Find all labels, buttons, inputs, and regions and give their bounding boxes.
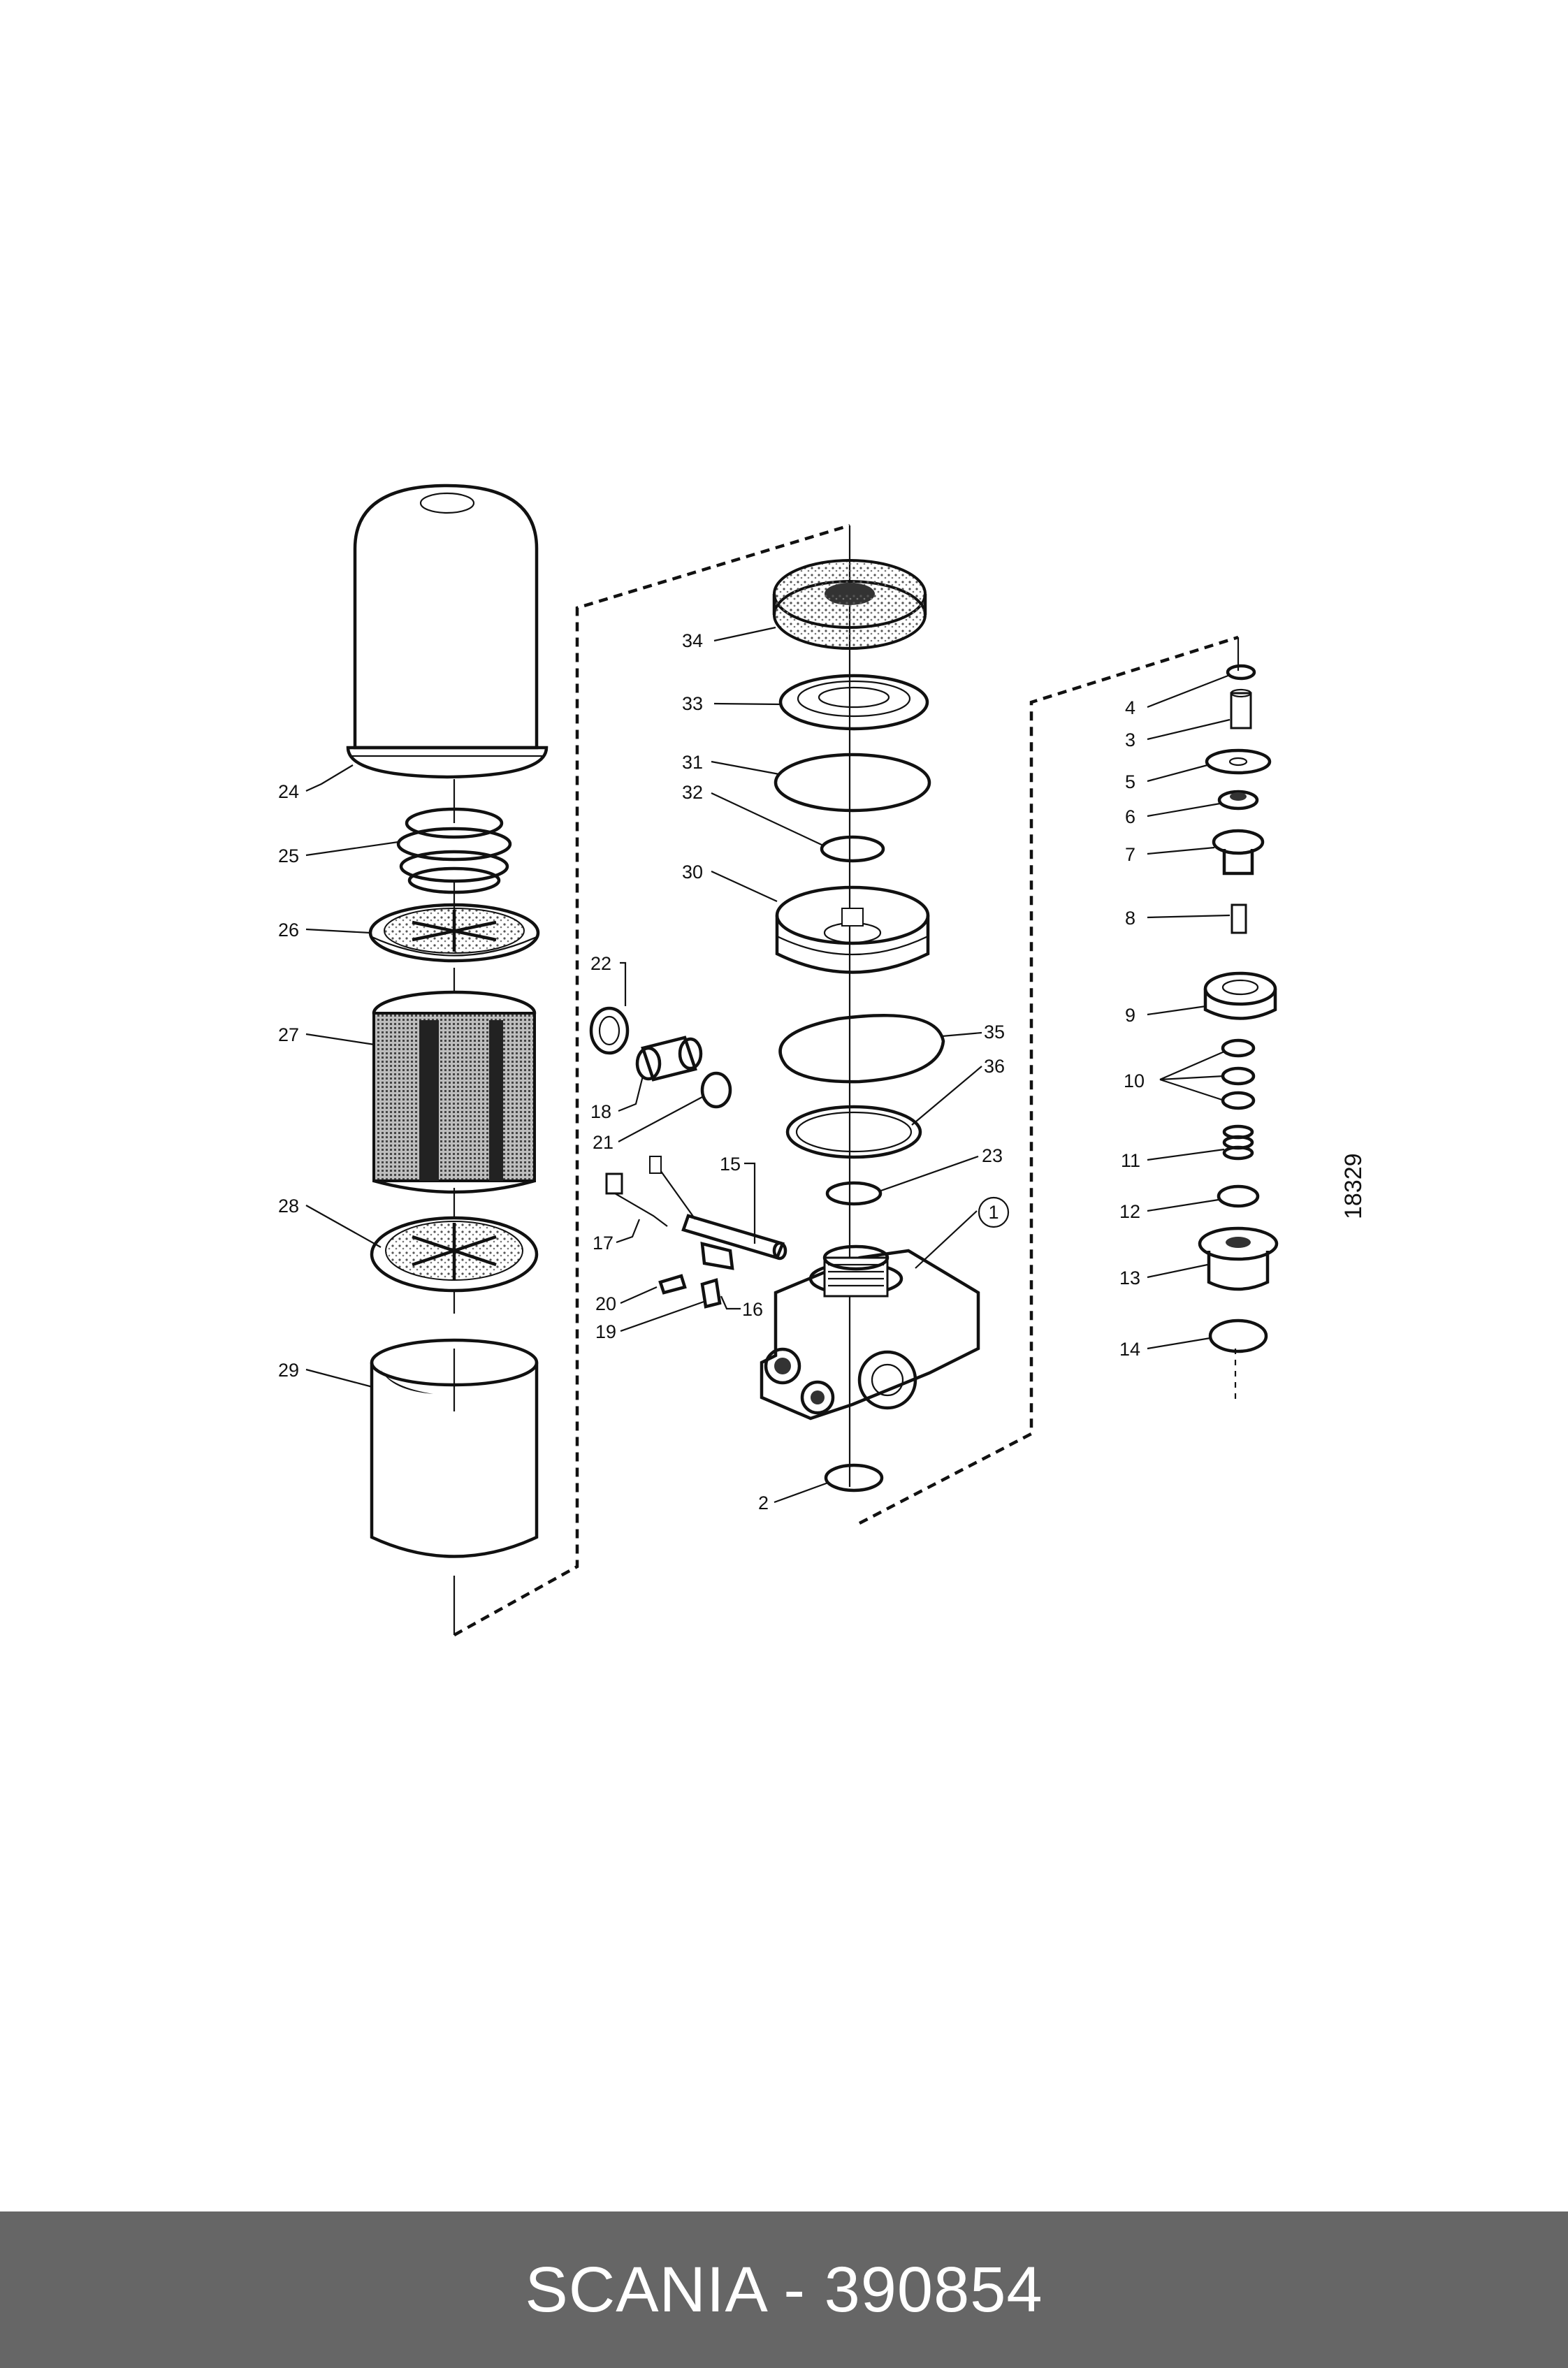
callout-31: 31 — [682, 752, 703, 773]
callout-20: 20 — [595, 1293, 616, 1314]
part-2-oring — [824, 1463, 884, 1492]
part-6-seal — [1217, 790, 1259, 811]
part-35-snap-ring — [778, 1014, 945, 1084]
callout-23: 23 — [982, 1145, 1003, 1166]
part-32-oring — [820, 835, 885, 863]
callout-25: 25 — [278, 845, 299, 866]
callout-16: 16 — [742, 1299, 763, 1320]
part-4-circlip — [1226, 664, 1256, 681]
callout-3: 3 — [1125, 729, 1135, 750]
part-34-desiccant-ring — [772, 559, 927, 650]
callout-28: 28 — [278, 1196, 299, 1216]
callout-2: 2 — [758, 1492, 769, 1513]
callout-32: 32 — [682, 782, 703, 803]
part-19-clip — [700, 1278, 722, 1309]
callout-30: 30 — [682, 862, 703, 882]
callout-26: 26 — [278, 920, 299, 940]
callout-27: 27 — [278, 1024, 299, 1045]
part-1-valve-body — [760, 1244, 980, 1421]
part-12-disc — [1217, 1184, 1260, 1208]
callout-34: 34 — [682, 630, 703, 651]
callout-10: 10 — [1124, 1070, 1145, 1091]
part-20-screw — [658, 1274, 687, 1295]
callout-12: 12 — [1119, 1201, 1140, 1222]
part-10-seals — [1221, 1038, 1256, 1110]
callout-24: 24 — [278, 781, 299, 802]
part-33-plate — [778, 674, 929, 731]
callout-13: 13 — [1119, 1267, 1140, 1288]
part-8-screw — [1231, 903, 1247, 934]
assembly-dashed-lines — [453, 523, 1240, 1636]
part-26-end-plate — [368, 903, 540, 963]
part-24-cartridge — [346, 484, 549, 779]
part-11-spring — [1222, 1124, 1254, 1161]
callout-4: 4 — [1125, 697, 1135, 718]
part-9-housing — [1203, 971, 1277, 1020]
part-7-piston — [1212, 829, 1265, 876]
callout-22: 22 — [590, 953, 611, 974]
part-5-washer — [1205, 748, 1272, 775]
callout-11: 11 — [1121, 1150, 1140, 1171]
part-21-oring — [700, 1071, 732, 1109]
part-14-circlip — [1208, 1319, 1268, 1353]
part-27-filter-element — [372, 990, 537, 1194]
part-23-oring — [825, 1181, 883, 1206]
callout-21: 21 — [593, 1132, 614, 1153]
callout-18: 18 — [590, 1101, 611, 1122]
callout-9: 9 — [1125, 1005, 1135, 1026]
callout-19: 19 — [595, 1321, 616, 1342]
leader-lines — [305, 626, 1231, 1504]
part-13-cap — [1198, 1226, 1279, 1291]
exploded-parts-diagram: 1 2 3 4 5 6 7 8 9 10 11 12 13 14 15 16 1… — [278, 484, 1367, 1636]
part-15-heater — [649, 1156, 787, 1261]
part-29-shell — [370, 1338, 539, 1558]
part-number-title: SCANIA - 390854 — [525, 2253, 1043, 2325]
part-16-sensor — [700, 1242, 734, 1270]
footer-bar: SCANIA - 390854 — [0, 2211, 1568, 2368]
part-30-cover — [775, 885, 930, 974]
callout-17: 17 — [593, 1233, 614, 1254]
callout-labels: 1 2 3 4 5 6 7 8 9 10 11 12 13 14 15 16 1… — [278, 630, 1367, 1513]
callout-36: 36 — [984, 1056, 1005, 1077]
callout-5: 5 — [1125, 771, 1135, 792]
part-22-ring — [589, 1006, 630, 1055]
callout-14: 14 — [1119, 1339, 1140, 1360]
callout-7: 7 — [1125, 844, 1135, 865]
callout-33: 33 — [682, 693, 703, 714]
part-18-fitting — [635, 1036, 703, 1082]
callout-29: 29 — [278, 1360, 299, 1381]
callout-35: 35 — [984, 1022, 1005, 1043]
callout-6: 6 — [1125, 806, 1135, 827]
callout-8: 8 — [1125, 908, 1135, 929]
part-3-pin — [1230, 688, 1252, 729]
drawing-number: 18329 — [1340, 1153, 1367, 1219]
part-36-seal — [785, 1105, 922, 1159]
part-28-end-plate — [370, 1216, 539, 1293]
part-17-connector — [605, 1172, 668, 1227]
callout-1: 1 — [988, 1202, 999, 1223]
part-31-oring — [774, 753, 931, 813]
part-25-spring — [396, 807, 512, 894]
callout-15: 15 — [720, 1154, 741, 1175]
